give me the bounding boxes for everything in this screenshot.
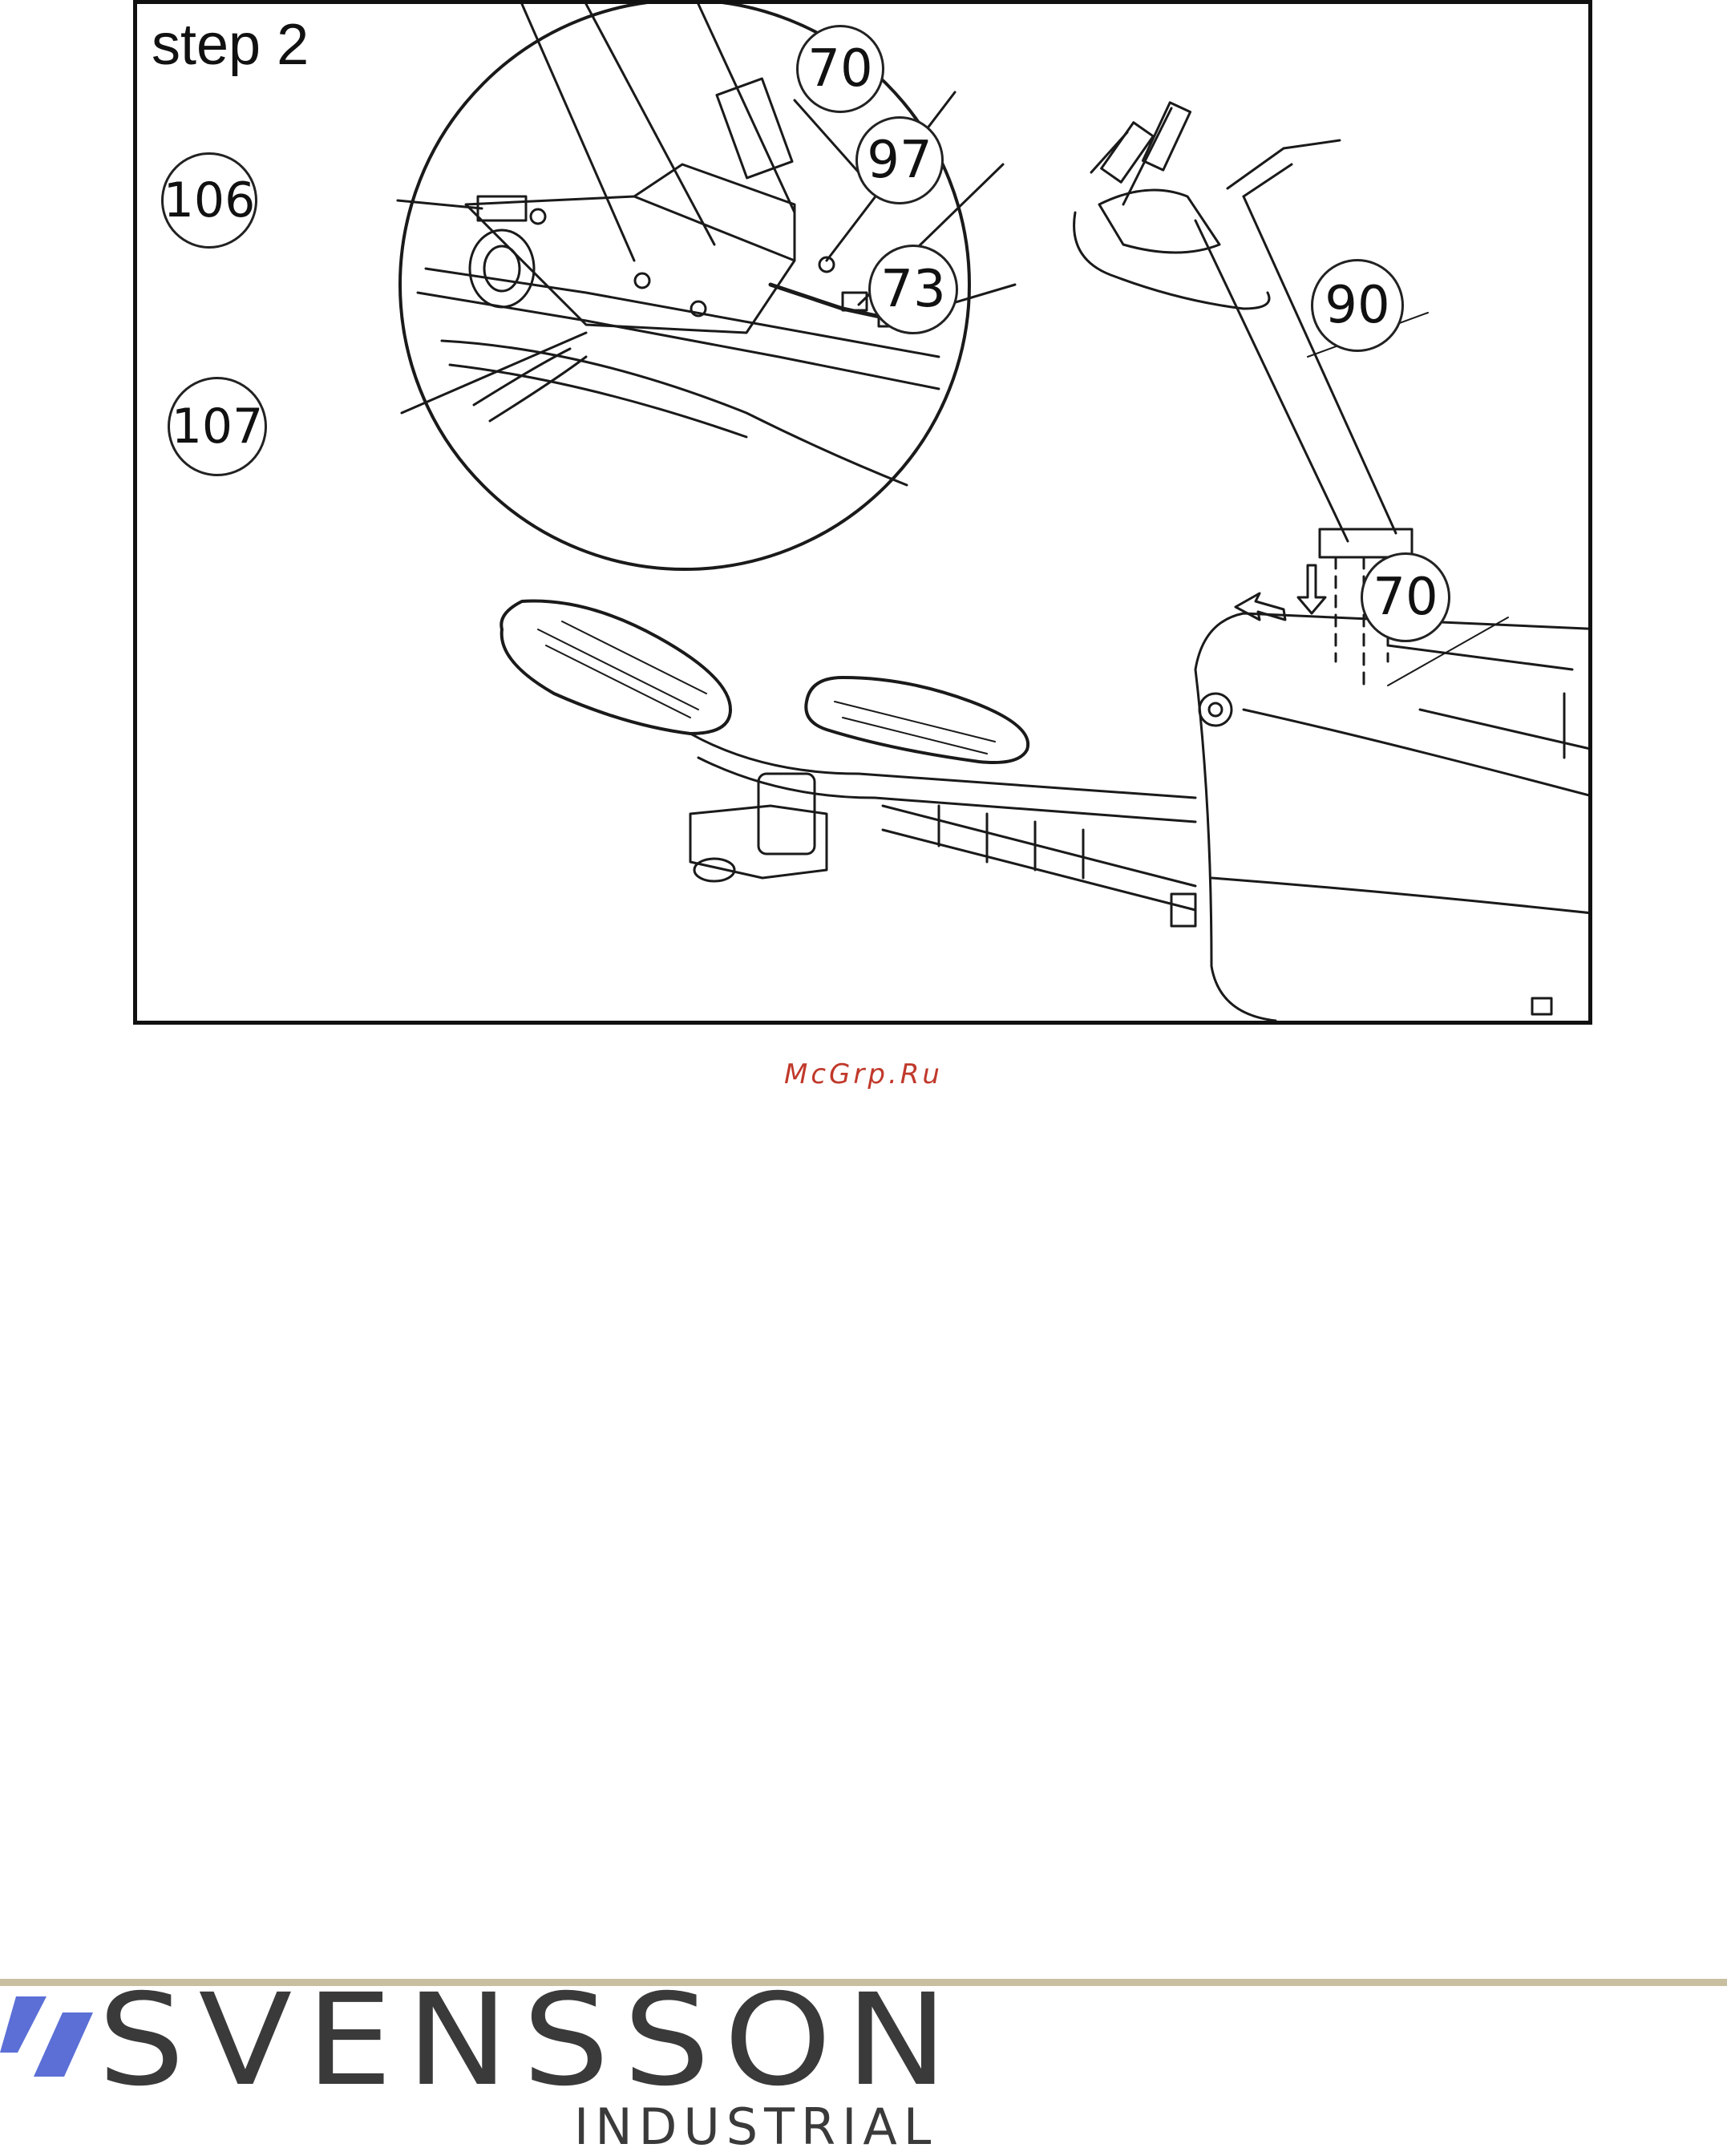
step-title: step 2 bbox=[152, 12, 309, 78]
callout-73: 73 bbox=[868, 245, 958, 334]
assembly-figure: step 2 70 97 106 73 90 107 70 bbox=[133, 0, 1592, 1025]
callout-107: 107 bbox=[168, 377, 267, 476]
brand-name: SVENSSON bbox=[98, 1977, 961, 2104]
callout-70-detail: 70 bbox=[796, 25, 884, 113]
callout-97: 97 bbox=[855, 116, 944, 204]
brand-subtitle: INDUSTRIAL bbox=[574, 2102, 937, 2152]
brand-logo-mark-icon bbox=[0, 1996, 96, 2085]
callout-106: 106 bbox=[161, 152, 257, 249]
watermark: McGrp.Ru bbox=[0, 1058, 1727, 1090]
callout-90: 90 bbox=[1311, 259, 1404, 352]
callout-70-main: 70 bbox=[1361, 552, 1450, 642]
